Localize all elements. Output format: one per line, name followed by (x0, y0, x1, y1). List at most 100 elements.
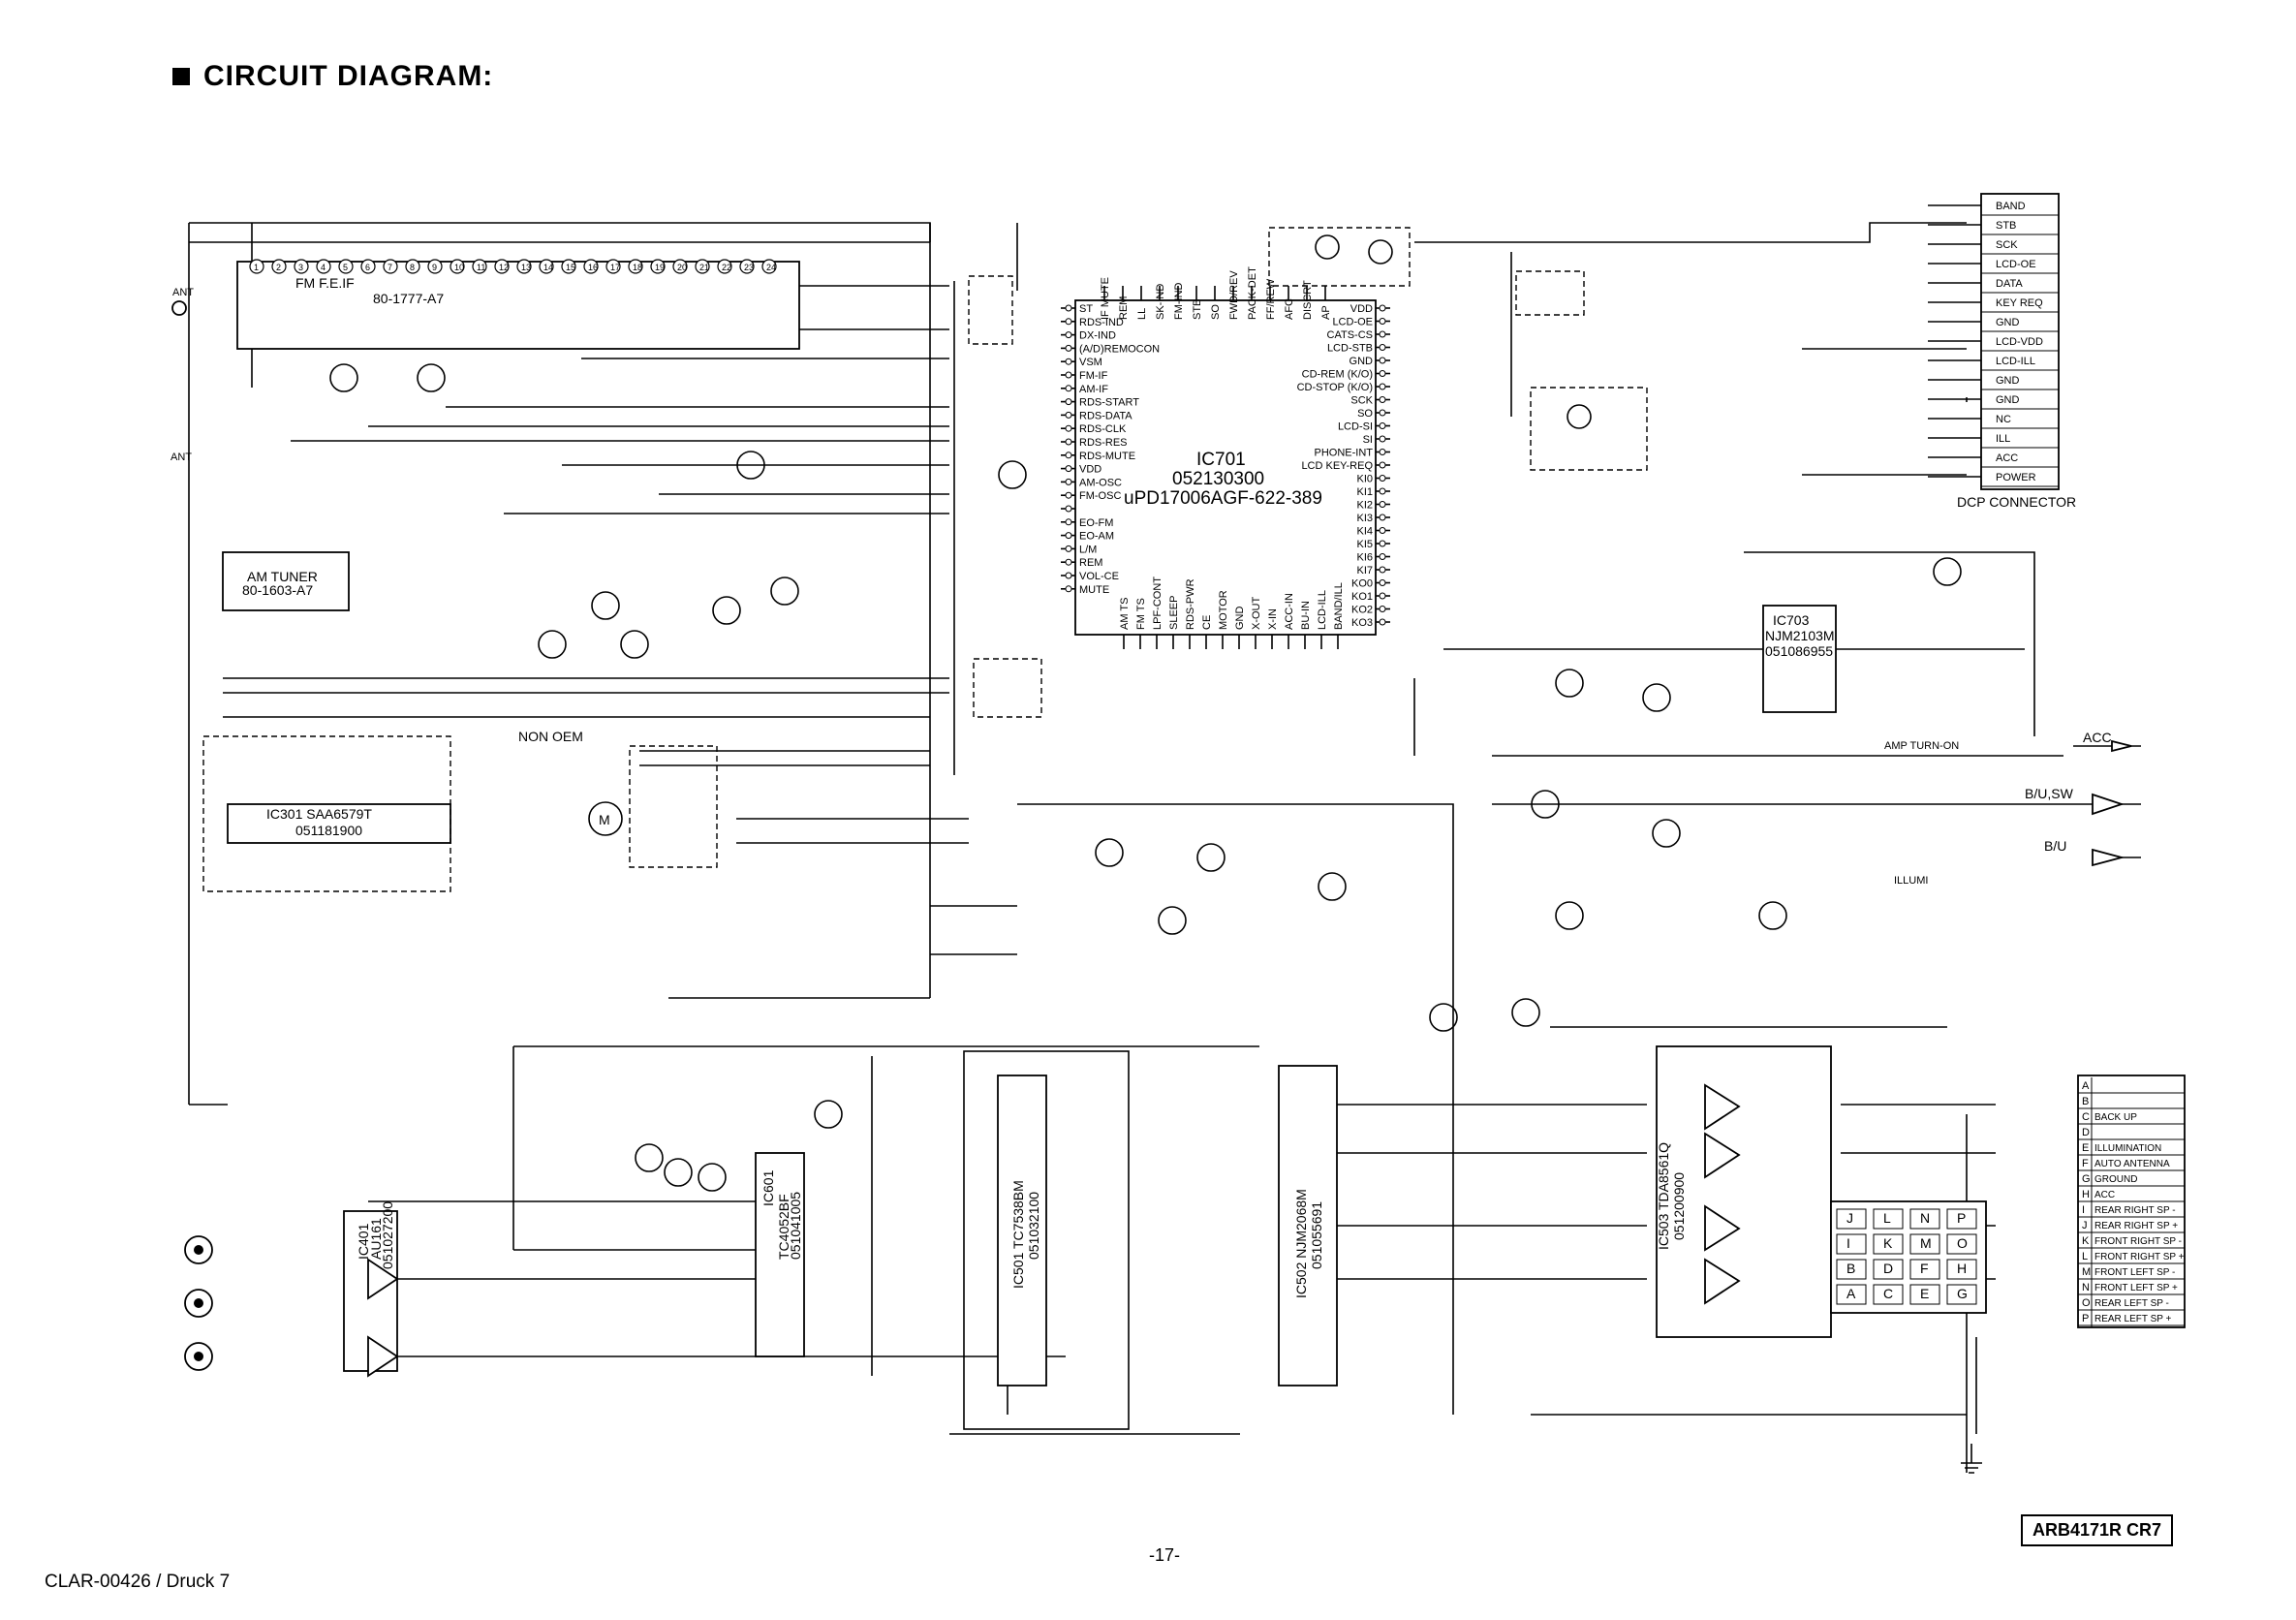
ic703-code: NJM2103M (1765, 628, 1835, 643)
ic701-right-pin-label: KO3 (1351, 617, 1373, 629)
non-oem-label: NON OEM (518, 729, 583, 744)
fm-pin-number: 1 (254, 263, 259, 272)
document-footer: CLAR-00426 / Druck 7 (45, 1572, 231, 1592)
legend-letter: G (2082, 1173, 2091, 1185)
ic701-left-pin-label: (A/D)REMOCON (1079, 343, 1160, 355)
fm-pin-number: 14 (543, 263, 553, 272)
plug-cell-letter: I (1846, 1235, 1850, 1251)
ic701-left-pin-label: RDS-CLK (1079, 423, 1127, 435)
ic701-left-pin-label: VSM (1079, 357, 1102, 368)
dcp-connector-title: DCP CONNECTOR (1957, 494, 2076, 510)
right-outputs: ACC B/U,SW B/U AMP TURN-ON ILLUMI (1884, 730, 2132, 887)
ic701-left-pin-label: L/M (1079, 544, 1097, 555)
legend-label: REAR LEFT SP + (2094, 1314, 2172, 1324)
amp-rl-plus (1704, 1204, 1741, 1252)
rca-input-jacks (184, 1235, 213, 1371)
ic701-top-pin-label: IF MUTE (1100, 277, 1111, 320)
ic701-left-pin-label: AM-IF (1079, 384, 1108, 395)
output-bu-sw: B/U,SW (2025, 786, 2074, 801)
fm-pin-number: 3 (298, 263, 303, 272)
ic701-top-pin-label: FWD/REV (1228, 270, 1240, 320)
ic701-bottom-pin-label: SLEEP (1168, 596, 1180, 630)
plug-cell-letter: H (1957, 1261, 1967, 1276)
ic701-right-pin-label: LCD-OE (1332, 317, 1373, 328)
ic703-block: IC703 NJM2103M 051086955 (1762, 605, 1837, 713)
ic701: IC701 052130300 uPD17006AGF-622-389 STRD… (1061, 266, 1390, 649)
connector-pin-label: LCD-VDD (1996, 336, 2043, 348)
ic701-right-pin-label: KI7 (1356, 565, 1373, 576)
connector-pin-label: NC (1996, 414, 2011, 425)
ic701-bottom-pin-label: MOTOR (1218, 590, 1229, 630)
output-bu: B/U (2044, 838, 2066, 854)
ic503-label: IC503 TDA8561Q (1656, 1142, 1671, 1250)
ic701-left-pin-label: VOL-CE (1079, 571, 1119, 582)
fm-pin-number: 7 (388, 263, 392, 272)
ic401-part: 051027200 (380, 1201, 395, 1269)
svg-text:M: M (599, 812, 610, 827)
ic502-code: 051055691 (1309, 1201, 1324, 1269)
fm-pin-number: 5 (343, 263, 348, 272)
plug-cell-letter: E (1920, 1286, 1929, 1301)
ic503-code: 051200900 (1671, 1172, 1687, 1240)
legend-label: FRONT LEFT SP - (2094, 1267, 2175, 1278)
ic701-top-pin-label: LL (1136, 308, 1148, 320)
am-tuner-block: AM TUNER 80-1603-A7 (222, 551, 350, 611)
legend-letter: I (2082, 1204, 2085, 1216)
fm-pin-number: 9 (432, 263, 437, 272)
amp-fr-plus (1704, 1132, 1741, 1179)
legend-letter: C (2082, 1111, 2090, 1123)
ic701-part: uPD17006AGF-622-389 (1124, 488, 1322, 509)
plug-cell-letter: A (1846, 1286, 1856, 1301)
legend-letter: B (2082, 1096, 2089, 1107)
fm-feif-code: 80-1777-A7 (373, 291, 444, 306)
fm-pin-number: 10 (454, 263, 464, 272)
ic601-label: IC601 (760, 1169, 776, 1206)
ic701-bottom-pin-label: GND (1234, 607, 1246, 631)
legend-label: REAR LEFT SP - (2094, 1298, 2169, 1309)
legend-letter: F (2082, 1158, 2089, 1169)
fm-pin-number: 12 (499, 263, 509, 272)
ic701-right-pin-label: LCD-SI (1338, 421, 1373, 433)
non-oem-area: NON OEM M (518, 729, 718, 868)
ic701-bottom-pin-label: ACC-IN (1284, 593, 1295, 630)
connector-pin-label: SCK (1996, 239, 2018, 251)
ic701-top-pin-label: AP (1320, 305, 1332, 320)
ic701-left-pin-label: AM-OSC (1079, 477, 1122, 488)
fm-pin-number: 4 (321, 263, 326, 272)
ic401-code: AU161 (368, 1218, 384, 1260)
ic701-bottom-pin-label: BU-IN (1300, 601, 1312, 630)
legend-label: REAR RIGHT SP - (2094, 1205, 2176, 1216)
connector-pin-label: DATA (1996, 278, 2023, 290)
ic601-code: TC4052BF (776, 1194, 791, 1260)
ic501-code: 051032100 (1026, 1192, 1041, 1260)
plug-cell-letter: B (1846, 1261, 1855, 1276)
fm-pin-number: 16 (588, 263, 598, 272)
output-acc: ACC (2083, 730, 2112, 745)
legend-letter: E (2082, 1142, 2089, 1154)
fm-pin-number: 23 (744, 263, 754, 272)
connector-pin-label: ILL (1996, 433, 2010, 445)
ic701-right-pin-label: SI (1363, 434, 1373, 446)
output-amp-turn-on: AMP TURN-ON (1884, 740, 1959, 752)
ic701-right-pin-label: KO1 (1351, 591, 1373, 603)
ic701-left-pin-label: EO-AM (1079, 531, 1114, 543)
legend-label: ILLUMINATION (2094, 1143, 2161, 1154)
fm-pin-number: 6 (365, 263, 370, 272)
ic701-bottom-pin-label: CE (1201, 615, 1213, 630)
fm-pin-number: 2 (276, 263, 281, 272)
legend-letter: H (2082, 1189, 2090, 1200)
ic701-bottom-pin-label: RDS-PWR (1185, 578, 1196, 630)
ic301-code: 051181900 (295, 823, 362, 838)
fm-pin-number: 21 (699, 263, 709, 272)
ic701-right-pin-label: SO (1357, 408, 1373, 420)
legend-label: ACC (2094, 1190, 2115, 1200)
connector-pin-label: BAND (1996, 201, 2026, 212)
ic503-block: IC503 TDA8561Q 051200900 (1656, 1045, 1832, 1338)
ic401-label: IC401 (356, 1223, 371, 1260)
legend-label: FRONT LEFT SP + (2094, 1283, 2178, 1293)
page-title: CIRCUIT DIAGRAM: (172, 60, 493, 93)
ic701-right-pin-label: KI0 (1356, 474, 1373, 485)
ic701-left-pin-label: DX-IND (1079, 330, 1116, 342)
